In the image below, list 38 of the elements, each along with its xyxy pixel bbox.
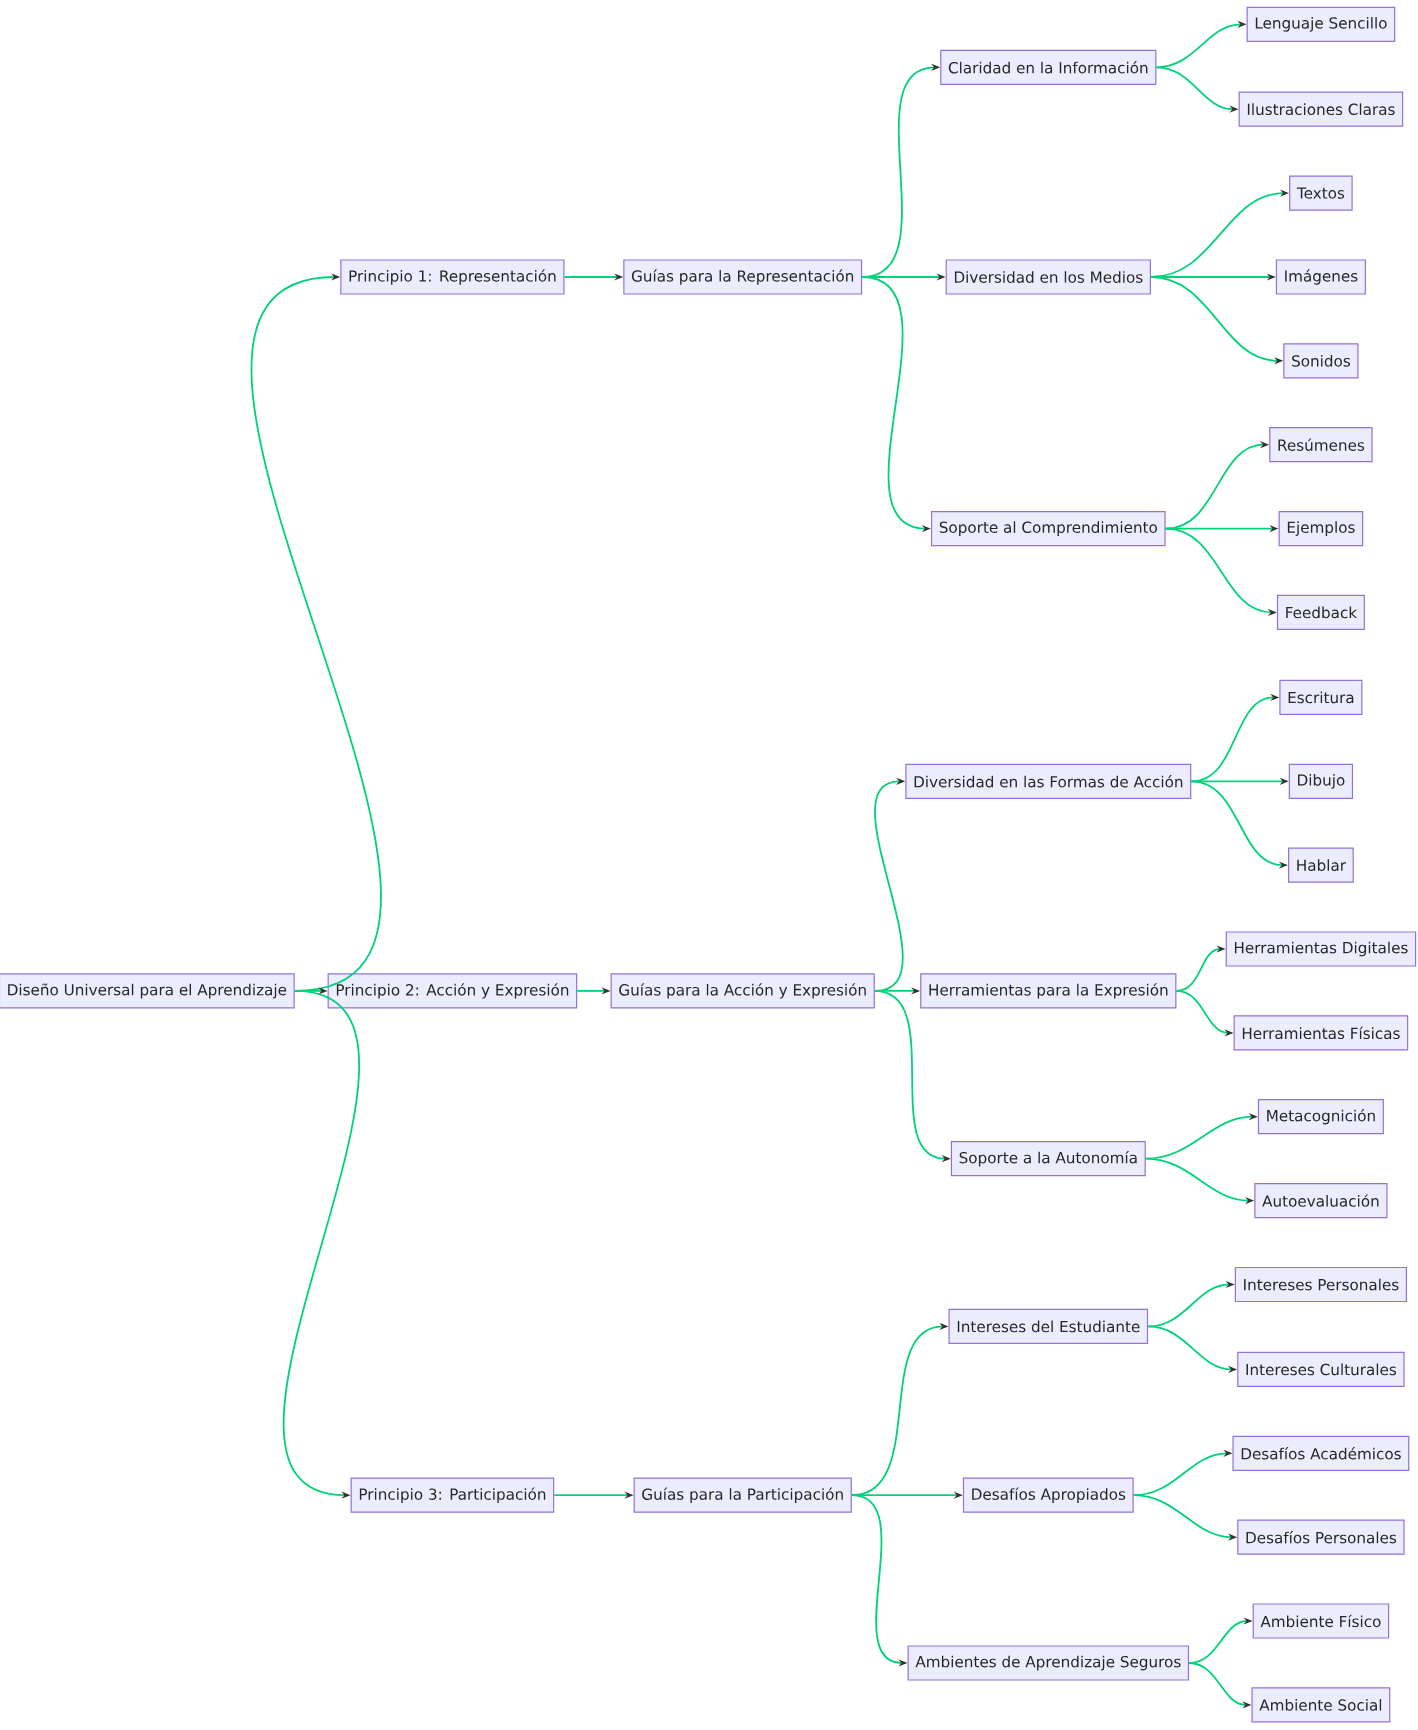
process-box: Sonidos xyxy=(1283,343,1359,379)
process-box: Desafíos Personales xyxy=(1237,1519,1405,1555)
process-box: Feedback xyxy=(1276,594,1365,630)
process-box: Imágenes xyxy=(1275,259,1366,295)
process-box: Ambientes de Aprendizaje Seguros xyxy=(907,1645,1190,1681)
process-box: Autoevaluación xyxy=(1254,1183,1388,1219)
process-box: Intereses del Estudiante xyxy=(948,1308,1149,1344)
process-box: Herramientas Físicas xyxy=(1233,1015,1409,1051)
process-box: Ambiente Físico xyxy=(1252,1603,1390,1639)
process-box: Principio 3: Participación xyxy=(350,1477,555,1513)
process-box: Metacognición xyxy=(1257,1099,1384,1135)
process-box: Desafíos Apropiados xyxy=(962,1477,1134,1513)
process-box: Lenguaje Sencillo xyxy=(1246,6,1396,42)
process-box: Diseño Universal para el Aprendizaje xyxy=(0,973,295,1009)
process-box: Ambiente Social xyxy=(1251,1687,1391,1723)
process-box: Diversidad en los Medios xyxy=(945,259,1151,295)
process-box: Principio 2: Acción y Expresión xyxy=(327,973,578,1009)
process-box: Escritura xyxy=(1279,679,1363,715)
arrow xyxy=(251,273,382,992)
process-box: Guías para la Participación xyxy=(633,1477,852,1513)
process-box: Textos xyxy=(1289,175,1353,211)
process-box: Ejemplos xyxy=(1278,511,1364,547)
process-box: Herramientas Digitales xyxy=(1225,931,1417,967)
process-box: Intereses Culturales xyxy=(1237,1351,1405,1387)
process-box: Ilustraciones Claras xyxy=(1238,91,1404,127)
process-box: Diversidad en las Formas de Acción xyxy=(905,763,1192,799)
process-box: Principio 1: Representación xyxy=(340,259,565,295)
process-box: Hablar xyxy=(1288,847,1354,883)
process-box: Dibujo xyxy=(1288,763,1354,799)
process-box: Desafíos Académicos xyxy=(1232,1435,1410,1471)
process-box: Herramientas para la Expresión xyxy=(920,973,1177,1009)
process-box: Claridad en la Información xyxy=(940,49,1157,85)
process-box: Guías para la Acción y Expresión xyxy=(610,973,875,1009)
process-box: Resúmenes xyxy=(1269,427,1373,463)
process-box: Soporte al Comprendimiento xyxy=(930,511,1166,547)
process-box: Soporte a la Autonomía xyxy=(950,1141,1146,1177)
process-box: Guías para la Representación xyxy=(623,259,863,295)
process-box: Intereses Personales xyxy=(1234,1266,1407,1303)
